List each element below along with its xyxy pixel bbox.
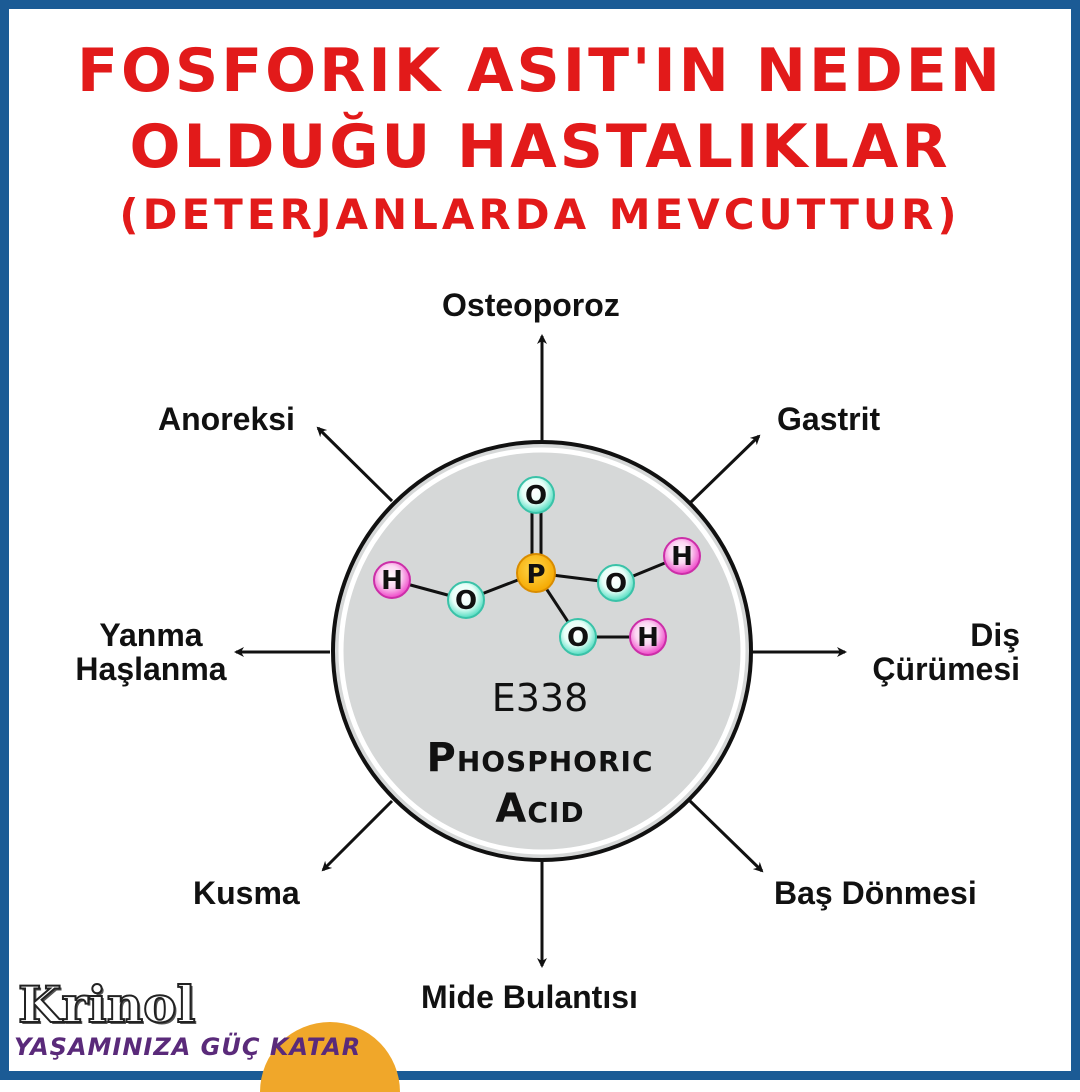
oxygen-top-atom: O [517, 476, 555, 514]
svg-text:P: P [526, 560, 545, 590]
svg-text:H: H [381, 566, 403, 596]
label-bas-donmesi: Baş Dönmesi [774, 875, 977, 911]
label-dis-curumesi: Diş Çürümesi [872, 617, 1020, 687]
molecule-circle [331, 440, 753, 862]
label-anoreksi: Anoreksi [158, 401, 295, 437]
label-gastrit: Gastrit [777, 401, 881, 437]
brand-slogan: YAŞAMINIZA GÜÇ KATAR [14, 1033, 362, 1061]
hydrogen-bottom-atom: H [629, 618, 667, 656]
oxygen-left-atom: O [447, 581, 485, 619]
title-line-1: FOSFORIK ASIT'IN NEDEN [76, 36, 1003, 106]
title-line-2: OLDUĞU HASTALIKLAR [129, 112, 951, 182]
phosphorus-atom: P [516, 553, 556, 593]
brand-logo: Krinol [17, 974, 196, 1035]
e-code-label: E338 [491, 676, 589, 720]
arrow-up-left [316, 426, 394, 503]
arrows [234, 334, 847, 968]
oxygen-bottom-atom: O [559, 618, 597, 656]
label-mide-bulantisi: Mide Bulantısı [421, 979, 638, 1015]
svg-text:O: O [455, 586, 477, 616]
title-line-3: (DETERJANLARDA MEVCUTTUR) [119, 190, 961, 239]
svg-text:O: O [605, 569, 627, 599]
hydrogen-right-atom: H [663, 537, 701, 575]
svg-text:H: H [637, 623, 659, 653]
acid-name-line-1: PHOSPHORIC [426, 735, 654, 781]
oxygen-right-atom: O [597, 564, 635, 602]
svg-text:O: O [567, 623, 589, 653]
label-yanma-haslanma: Yanma Haşlanma [75, 617, 227, 687]
arrow-down-right [688, 799, 764, 873]
arrow-down-left [321, 799, 394, 872]
molecule-circle-inner-ring [338, 447, 746, 855]
svg-text:O: O [525, 481, 547, 511]
acid-name-line-2: ACID [495, 786, 585, 832]
label-kusma: Kusma [193, 875, 300, 911]
hydrogen-left-atom: H [373, 561, 411, 599]
svg-text:H: H [671, 542, 693, 572]
label-osteoporoz: Osteoporoz [442, 287, 620, 323]
arrow-up-right [688, 434, 761, 505]
